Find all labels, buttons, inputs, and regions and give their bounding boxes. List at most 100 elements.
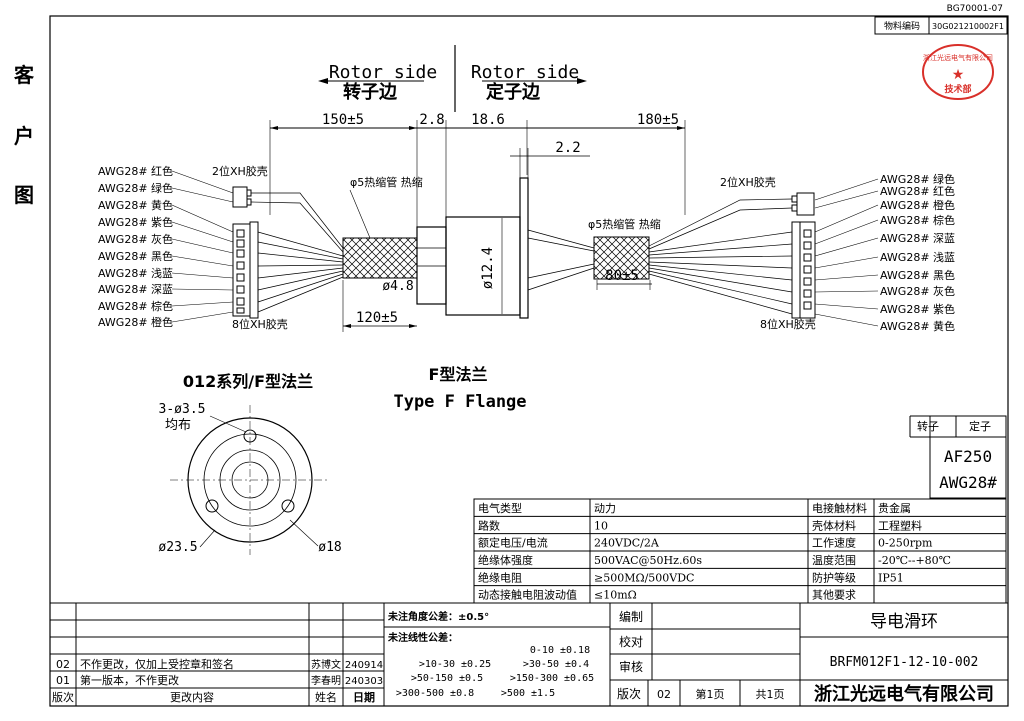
- flange-title-zh: F型法兰: [429, 365, 488, 384]
- dim-180: 180±5: [637, 112, 679, 128]
- rev-header-ver: 版次: [52, 690, 74, 704]
- right-wire-label: AWG28# 深蓝: [880, 232, 955, 245]
- spec-cell: 电气类型: [478, 501, 522, 515]
- spec-cell: 0-250rpm: [878, 537, 933, 550]
- stamp-text: 浙江光远电气有限公司: [923, 53, 993, 62]
- right-wire-leader: [814, 237, 879, 257]
- dim-18-6: 18.6: [471, 112, 505, 128]
- right-wire-leader: [814, 274, 879, 281]
- left-wire-label: AWG28# 灰色: [98, 232, 173, 246]
- wire-awg: AWG28#: [939, 473, 997, 492]
- left-wire-leader: [171, 272, 234, 279]
- top-dimension-chain: 150±5 2.8 18.6 180±5 2.2: [269, 112, 686, 228]
- left-wire-label: AWG28# 浅蓝: [98, 267, 173, 280]
- spec-cell: 绝缘体强度: [478, 553, 533, 567]
- rev-content-2: 第一版本，不作更改: [80, 673, 179, 687]
- flange-view: 3-ø3.5 均布 ø23.5 ø18: [158, 402, 342, 555]
- spec-cell: 绝缘电阻: [478, 570, 522, 584]
- tol-2: >10-30 ±0.25: [419, 659, 491, 670]
- dim-dia-12-4: ø12.4: [480, 247, 496, 289]
- star-icon: ★: [952, 67, 965, 83]
- spec-cell: IP51: [878, 571, 904, 584]
- rotor-side-en: Rotor side: [329, 62, 437, 83]
- material-label: 物料编码: [884, 20, 920, 32]
- dim-2-2: 2.2: [555, 140, 580, 156]
- stator-col: 定子: [969, 419, 991, 433]
- rev-header-content: 更改内容: [170, 690, 214, 704]
- flange-title-en: Type F Flange: [393, 392, 526, 412]
- rev-ver-1: 02: [56, 658, 70, 671]
- left-wire-label: AWG28# 绿色: [98, 181, 173, 195]
- right-wire-label: AWG28# 黑色: [880, 268, 955, 282]
- right-wire-label: AWG28# 红色: [880, 184, 955, 198]
- product-name: 导电滑环: [870, 612, 938, 632]
- spec-cell: 防护等级: [812, 570, 856, 584]
- stator-side-en: Rotor side: [471, 62, 579, 83]
- approval-review: 审核: [619, 659, 643, 674]
- left-wire-leader: [171, 221, 234, 243]
- right-wire-leader: [814, 219, 879, 245]
- material-box: [874, 16, 1008, 35]
- uniform-label: 均布: [165, 418, 191, 433]
- xh2-left-label: 2位XH胶壳: [212, 164, 268, 178]
- spec-cell: ≥500MΩ/500VDC: [594, 571, 694, 584]
- rev-header-date: 日期: [353, 690, 375, 704]
- spec-cell: 其他要求: [812, 589, 856, 602]
- left-connectors: 2位XH胶壳 8位XH胶壳: [212, 164, 288, 331]
- tol-4: >50-150 ±0.5: [411, 673, 483, 684]
- spec-cell: 额定电压/电流: [478, 536, 548, 550]
- wire-spec-box: 转子 定子 AF250 AWG28#: [909, 415, 1007, 499]
- spec-cell: 动态接触电阻波动值: [478, 588, 577, 602]
- part-number: BRFM012F1-12-10-002: [830, 655, 979, 670]
- heat-shrink-right-label: φ5热缩管 热缩: [588, 217, 661, 231]
- right-wire-label: AWG28# 紫色: [880, 302, 955, 316]
- side-title-3: 图: [14, 183, 34, 207]
- left-wire-label: AWG28# 棕色: [98, 299, 173, 313]
- left-wire-leader: [171, 311, 234, 323]
- wire-model: AF250: [944, 447, 992, 466]
- right-wires: [527, 198, 793, 315]
- company-stamp: 浙江光远电气有限公司 ★ 技术部: [922, 44, 994, 100]
- rev-content-1: 不作更改，仅加上受控章和签名: [80, 657, 234, 671]
- flange-series-title: 012系列/F型法兰: [183, 372, 313, 391]
- spec-cell: 路数: [478, 519, 500, 532]
- spec-cell: 贵金属: [878, 501, 911, 515]
- side-title-1: 客: [13, 63, 35, 87]
- approval-ver-label: 版次: [617, 687, 641, 701]
- right-wire-leader: [814, 303, 879, 310]
- left-wire-leader: [171, 170, 234, 194]
- dim-150: 150±5: [322, 112, 364, 128]
- doc-code: BG70001-07: [947, 4, 1003, 14]
- spec-cell: 240VDC/2A: [594, 537, 660, 550]
- bottom-table: 02 不作更改，仅加上受控章和签名 苏博文 240914 01 第一版本，不作更…: [49, 602, 1009, 707]
- right-wire-label: AWG28# 黄色: [880, 319, 955, 333]
- spec-cell: 温度范围: [812, 553, 856, 567]
- rev-name-1: 苏博文: [311, 658, 341, 671]
- right-heat-shrink: φ5热缩管 热缩 80±5: [588, 217, 661, 290]
- xh2-right-label: 2位XH胶壳: [720, 175, 776, 189]
- xh8-left-label: 8位XH胶壳: [232, 317, 288, 331]
- rotor-side-zh: 转子边: [343, 81, 398, 103]
- left-wire-label: AWG28# 深蓝: [98, 283, 173, 296]
- left-wire-leader: [171, 187, 234, 203]
- heat-shrink-left-label: φ5热缩管 热缩: [350, 175, 423, 189]
- rotor-col: 转子: [917, 419, 939, 433]
- left-wire-label: AWG28# 橙色: [98, 315, 173, 329]
- left-wire-label: AWG28# 黑色: [98, 249, 173, 263]
- left-wire-leader: [171, 301, 234, 307]
- company-name: 浙江光远电气有限公司: [814, 683, 994, 705]
- left-wire-leader: [171, 204, 234, 233]
- right-wire-leader: [814, 256, 879, 269]
- right-connectors: 2位XH胶壳 8位XH胶壳: [720, 175, 816, 331]
- dim-2-8: 2.8: [419, 112, 444, 128]
- spec-cell: ≤10mΩ: [594, 589, 637, 602]
- tol-linear: 未注线性公差：: [387, 631, 458, 644]
- dim-120: 120±5: [356, 310, 398, 326]
- right-wire-label: AWG28# 灰色: [880, 284, 955, 298]
- spec-cell: 工程塑料: [878, 518, 922, 532]
- spec-cell: 动力: [594, 502, 616, 515]
